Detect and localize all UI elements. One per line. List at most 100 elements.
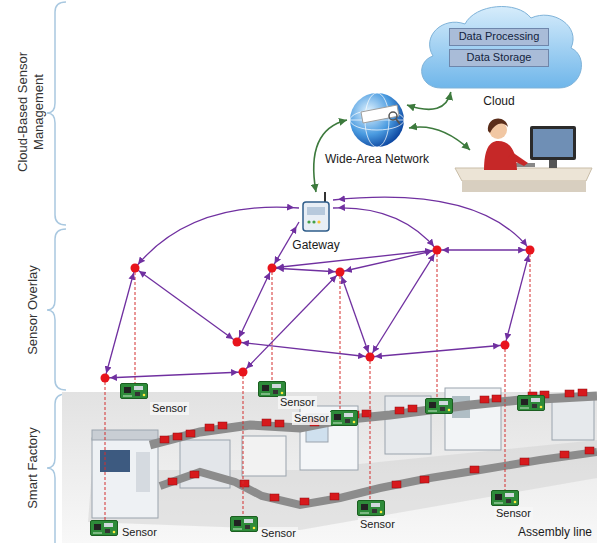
section-label: Smart Factory <box>25 393 41 543</box>
operator-desk-part <box>533 129 573 157</box>
node-text: Data Processing <box>459 30 540 43</box>
operator-desk-part <box>508 152 528 166</box>
sensor-boards-part <box>259 382 286 397</box>
overlay-links-part <box>437 249 530 250</box>
overlay-dots-part <box>101 374 110 383</box>
cloud-shape-part <box>422 7 582 88</box>
operator-desk-part <box>455 168 592 181</box>
assembly-line-part-part <box>392 481 401 488</box>
assembly-line-part <box>92 438 158 518</box>
assembly-line-part-part <box>578 389 587 396</box>
sensor-label: Sensor <box>358 518 397 531</box>
sensor-label: Sensor <box>259 527 298 540</box>
assembly-line-part-part <box>565 390 574 397</box>
overlay-links-part <box>370 345 505 357</box>
gateway-icon <box>299 192 333 232</box>
assembly-line-part-part <box>395 407 404 414</box>
sensor-dashed-links-part <box>530 254 531 395</box>
sensor-label: Sensor <box>494 507 533 520</box>
node-text: Cloud <box>483 94 514 108</box>
wan-link <box>409 127 470 150</box>
globe-icon-part <box>361 105 399 123</box>
overlay-links-part <box>105 268 135 378</box>
overlay-links-part <box>340 272 370 357</box>
overlay-links-part <box>340 250 437 272</box>
gateway-icon-part <box>303 202 329 231</box>
sensor-boards-part <box>518 396 545 411</box>
sensor-label: Sensor <box>278 396 317 409</box>
sensor-boards-part <box>426 399 453 414</box>
assembly-line-part-part <box>218 422 227 429</box>
operator-desk-part <box>549 160 557 168</box>
overlay-links-part <box>135 207 299 268</box>
sensor-dashed-links-part <box>135 272 136 383</box>
sensor-boards-part <box>331 411 358 426</box>
assembly-line-part <box>385 396 431 454</box>
sensor-label: Sensor <box>120 526 159 539</box>
assembly-line-part-part <box>492 395 501 402</box>
assembly-line-part-part <box>275 420 284 427</box>
sensor-boards-part <box>121 384 148 399</box>
assembly-line-part-part <box>585 447 594 454</box>
gateway-icon-part <box>317 220 320 223</box>
overlay-links-part <box>272 250 437 268</box>
assembly-line-part <box>150 396 597 445</box>
assembly-line-part-part <box>205 424 214 431</box>
overlay-links-part <box>243 272 340 372</box>
overlay-links-part <box>135 268 237 342</box>
sensor-label: Sensor <box>292 412 331 425</box>
globe-icon-part <box>396 119 400 124</box>
overlay-dots-part <box>239 368 248 377</box>
sensor-dashed-links-part <box>243 376 244 516</box>
assembly-line-part-part <box>240 480 249 487</box>
globe-icon-part <box>350 93 404 147</box>
node-text: Data Storage <box>467 51 532 64</box>
cloud-shape <box>413 2 585 92</box>
assembly-line-part-part <box>420 476 429 483</box>
sensor-dashed-links-part <box>437 254 438 398</box>
gateway-icon-part <box>307 207 325 215</box>
overlay-dots-part <box>526 246 535 255</box>
sensor-boards <box>91 382 545 536</box>
overlay-dots-part <box>268 264 277 273</box>
globe-icon-part <box>389 112 397 120</box>
sensor-dashed-links-part <box>105 382 106 520</box>
globe-icon <box>347 90 407 150</box>
sensor-dashed-links-part <box>272 272 273 381</box>
overlay-links-part <box>237 268 272 342</box>
assembly-line-part-part <box>408 405 417 412</box>
sensor-dashed-links <box>105 254 530 520</box>
assembly-line-part-part <box>186 430 195 437</box>
overlay-links-part <box>105 372 243 378</box>
process-box: Data Processing <box>449 28 549 46</box>
overlay-links-part <box>333 208 437 250</box>
storage-box: Data Storage <box>449 49 549 67</box>
gateway-icon-part <box>312 220 315 223</box>
overlay-dots-part <box>366 353 375 362</box>
sensor-boards-part <box>91 521 118 536</box>
overlay-links-part <box>272 268 340 272</box>
assembly-line-part <box>242 436 286 476</box>
assembly-line-part <box>160 389 594 505</box>
operator-desk-part <box>462 181 586 192</box>
assembly-line-part <box>552 398 594 440</box>
network-link <box>407 92 451 109</box>
cloud-node: CloudData ProcessingData Storage <box>413 2 585 92</box>
assembly-line-part-part <box>520 458 529 465</box>
sensor-boards-part <box>492 491 519 506</box>
gateway-node: Gateway <box>299 192 333 232</box>
factory-band <box>62 392 597 543</box>
overlay-links <box>105 197 530 378</box>
gateway-icon-part <box>324 192 326 202</box>
assembly-line-part <box>445 388 501 450</box>
assembly-line-part-part <box>480 396 489 403</box>
operator-desk <box>455 118 592 192</box>
sensor-dashed-links-part <box>370 361 371 500</box>
node-text: Gateway <box>292 238 339 252</box>
assembly-line-part <box>92 430 158 440</box>
assembly-line-part-part <box>160 436 169 443</box>
overlay-dots-part <box>233 338 242 347</box>
sensor-dashed-links-part <box>505 349 506 490</box>
overlay-links-part <box>237 342 370 357</box>
